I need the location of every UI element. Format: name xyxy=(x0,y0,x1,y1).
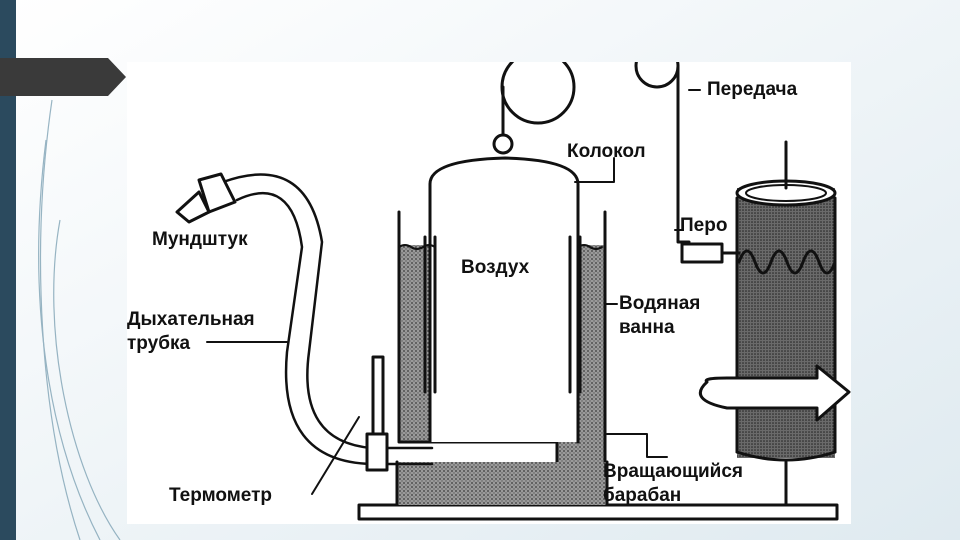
breathing-tube xyxy=(221,173,387,450)
label-thermometer: Термометр xyxy=(169,485,273,506)
pen xyxy=(680,242,724,264)
thermometer xyxy=(371,355,385,439)
mouthpiece xyxy=(197,172,237,214)
label-bell: Колокол xyxy=(567,141,646,162)
label-breathing-tube-line1: Дыхательная xyxy=(127,309,255,330)
rotation-arrow xyxy=(698,364,851,422)
pulley-left xyxy=(500,62,576,125)
decorative-curves xyxy=(38,99,121,540)
label-water-bath-line1: Водяная xyxy=(619,293,701,314)
label-transmission: Передача xyxy=(707,79,798,100)
spirometer-diagram: Передача Колокол Мундштук Перо Воздух Во… xyxy=(127,62,851,524)
slide-accent-bar xyxy=(0,0,16,540)
label-air: Воздух xyxy=(461,257,530,278)
label-water-bath-line2: ванна xyxy=(619,317,675,338)
label-drum-line2: барабан xyxy=(603,485,682,506)
slide-title-tab xyxy=(0,58,126,96)
label-drum-line1: Вращающийся xyxy=(603,461,743,482)
pulley-right xyxy=(634,62,680,89)
label-mouthpiece: Мундштук xyxy=(152,229,248,250)
bell xyxy=(430,162,578,442)
label-breathing-tube-line2: трубка xyxy=(127,333,191,354)
diagram-drawing xyxy=(175,62,851,521)
base-plate xyxy=(357,503,839,521)
label-pen: Перо xyxy=(680,215,728,236)
